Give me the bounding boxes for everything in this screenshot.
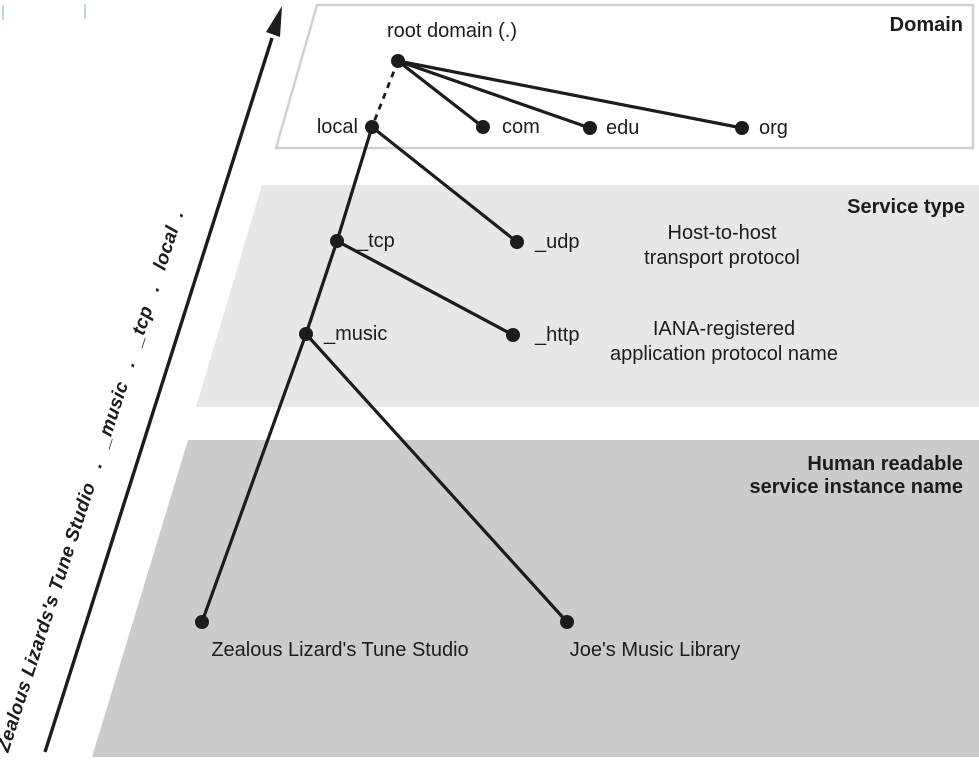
- node-label-http: _http: [535, 324, 580, 346]
- edge-root-org: [396, 59, 744, 130]
- arrowhead-icon: [266, 6, 282, 37]
- node-label-music: _music: [324, 323, 388, 345]
- node-dot-com: [476, 120, 490, 134]
- node-label-org: org: [759, 117, 788, 139]
- edge-root-local-dashed: [370, 60, 400, 128]
- edge-root-com: [396, 59, 485, 129]
- fqdn-arrow-line: [43, 37, 274, 753]
- node-dot-zealous: [195, 615, 209, 629]
- domain-band: [274, 3, 975, 150]
- node-label-com: com: [502, 116, 540, 138]
- edge-root-edu: [396, 59, 592, 130]
- fqdn-arrow: [43, 6, 282, 753]
- edge-music-joes: [304, 332, 569, 624]
- section-title-instance-line1: Human readable: [807, 453, 963, 475]
- annotation-application-line1: IANA-registered: [652, 318, 796, 340]
- node-label-joes-music-library: Joe's Music Library: [569, 639, 741, 661]
- edge-local-tcp: [335, 125, 374, 243]
- annotation-transport-line1: Host-to-host: [667, 222, 777, 244]
- node-dot-music: [299, 327, 313, 341]
- node-dot-joes: [560, 615, 574, 629]
- section-title-instance-line2: service instance name: [749, 476, 963, 498]
- edge-tcp-music: [304, 239, 339, 336]
- section-title-service-type: Service type: [847, 196, 965, 218]
- node-dot-local: [365, 120, 379, 134]
- node-dot-edu: [583, 121, 597, 135]
- node-label-zealous-lizards-tune-studio: Zealous Lizard's Tune Studio: [211, 639, 469, 661]
- scan-artifact-mark: [84, 4, 86, 19]
- annotation-application-protocol: IANA-registered application protocol nam…: [610, 317, 838, 367]
- node-dot-root: [391, 54, 405, 68]
- node-dot-http: [506, 328, 520, 342]
- node-label-tcp: _tcp: [357, 230, 395, 252]
- section-title-domain: Domain: [889, 14, 963, 36]
- node-label-udp: _udp: [535, 231, 580, 253]
- annotation-transport-protocol: Host-to-host transport protocol: [644, 221, 800, 271]
- node-dot-org: [735, 121, 749, 135]
- annotation-transport-line2: transport protocol: [644, 247, 800, 269]
- edge-music-zealous: [200, 332, 308, 624]
- node-label-edu: edu: [606, 117, 640, 139]
- node-dot-tcp: [330, 234, 344, 248]
- edge-tcp-http: [335, 239, 515, 337]
- edge-local-udp: [370, 125, 519, 244]
- node-dot-udp: [510, 235, 524, 249]
- scan-artifact-mark: [2, 5, 4, 20]
- section-title-instance: Human readable service instance name: [750, 453, 963, 499]
- node-label-root-domain: root domain (.): [386, 20, 518, 42]
- instance-band: [92, 440, 979, 757]
- node-label-local: local: [316, 116, 358, 138]
- annotation-application-line2: application protocol name: [610, 343, 838, 365]
- service-type-band: [196, 185, 979, 407]
